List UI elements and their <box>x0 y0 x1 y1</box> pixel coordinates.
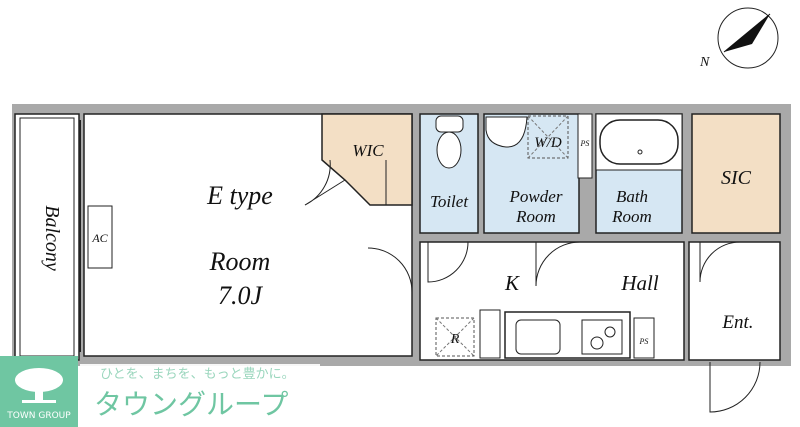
sic-door <box>699 241 741 283</box>
stove <box>581 319 623 355</box>
room-door <box>367 247 413 293</box>
wic-area <box>321 113 413 206</box>
ps-kitchen-shaft <box>633 317 655 359</box>
toilet-door <box>427 241 469 283</box>
powder-label-1: Powder <box>509 187 563 206</box>
refrigerator-label: R <box>450 332 460 347</box>
ps-label: PS <box>580 139 590 148</box>
kitchen-sink <box>515 319 561 355</box>
tree-icon <box>15 368 63 403</box>
bath-label-1: Bath <box>616 187 648 206</box>
ac-label: AC <box>91 231 108 245</box>
toilet-bowl <box>436 131 462 169</box>
toilet-tank <box>435 115 464 133</box>
room-size-label: 7.0J <box>218 281 264 310</box>
wic-door <box>304 159 346 206</box>
powder-door <box>535 241 581 287</box>
ps-kitchen-label: PS <box>639 337 649 346</box>
balcony-label: Balcony <box>41 205 63 271</box>
sink <box>485 116 528 148</box>
ps-shaft <box>577 113 593 179</box>
logo-emblem-text: TOWN GROUP <box>6 411 71 421</box>
entrance-door <box>709 361 761 413</box>
compass-icon <box>717 7 779 69</box>
sic-area <box>691 113 781 234</box>
balcony-area <box>14 113 80 361</box>
bathtub <box>599 119 679 165</box>
bath-label-2: Room <box>611 207 652 226</box>
logo-tagline: ひとを、まちを、もっと豊かに。 <box>100 367 295 382</box>
entrance-area <box>688 241 781 361</box>
washer-space <box>527 115 569 159</box>
kitchen-label: K <box>504 271 520 295</box>
room-label: Room <box>209 247 271 276</box>
logo-name: タウングループ <box>94 388 288 421</box>
toilet-label: Toilet <box>430 192 469 211</box>
powder-label-2: Room <box>515 207 556 226</box>
entrance-label: Ent. <box>721 312 753 333</box>
hall-label: Hall <box>620 271 659 295</box>
ac-unit <box>87 205 113 269</box>
bath-drain <box>637 149 643 155</box>
sic-label: SIC <box>721 167 752 189</box>
wd-label: W/D <box>534 135 562 151</box>
wic-label: WIC <box>352 141 384 160</box>
type-label: E type <box>206 181 273 210</box>
compass-north-label: N <box>699 55 710 70</box>
refrigerator-space <box>435 317 475 357</box>
shelf <box>479 309 501 359</box>
